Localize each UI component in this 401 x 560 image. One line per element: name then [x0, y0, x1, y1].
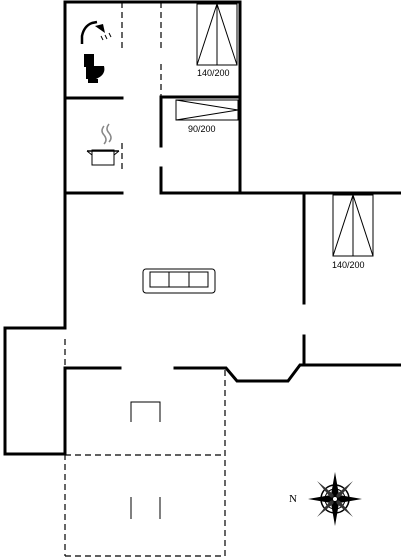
outdoor-bench [130, 497, 161, 519]
bed-140-200-right [332, 193, 374, 257]
shower-icon [80, 20, 112, 44]
kitchen-pot-icon [86, 123, 120, 166]
bed-size-label: 140/200 [332, 260, 365, 270]
outer-wall-left [3, 326, 122, 456]
toilet-icon [84, 54, 105, 83]
outer-wall-main [63, 0, 401, 383]
bed-140-200-top [196, 2, 238, 66]
outdoor-table [130, 401, 161, 422]
bed-90-200 [175, 99, 239, 121]
compass-north-label: N [289, 493, 297, 505]
bed-size-label: 90/200 [188, 124, 216, 134]
sofa-icon [142, 268, 216, 294]
terrace-outline [64, 370, 226, 557]
compass-rose-icon [308, 472, 362, 526]
bed-size-label: 140/200 [197, 68, 230, 78]
